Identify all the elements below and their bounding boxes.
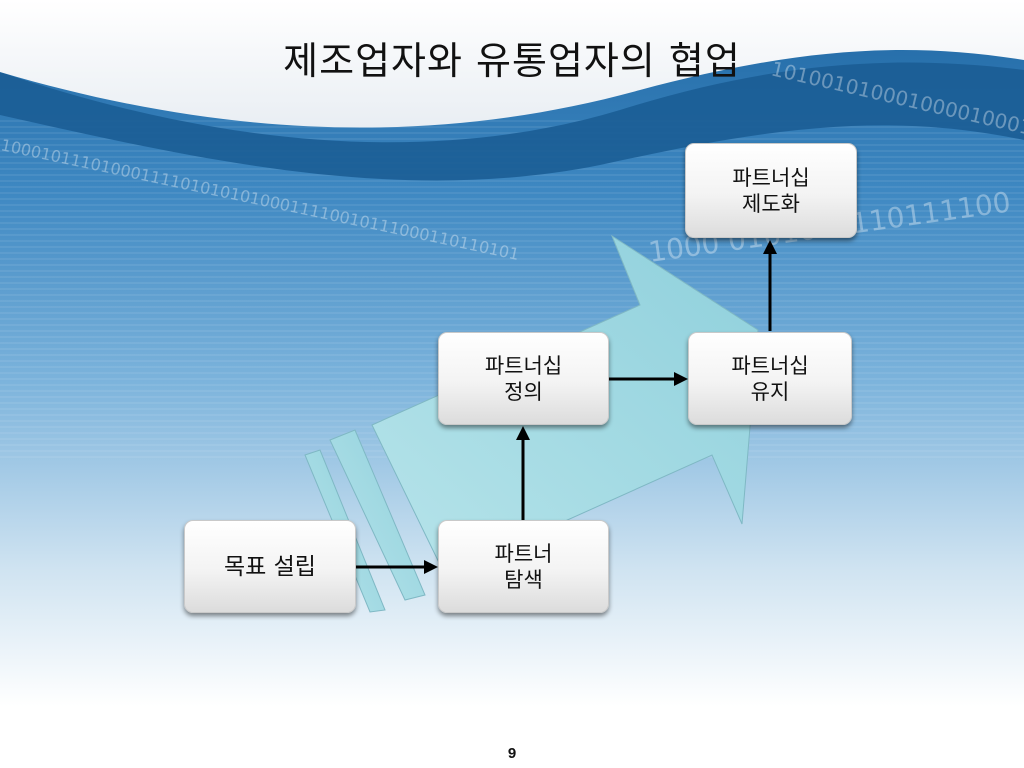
arrowhead-goal-to-search — [424, 560, 438, 574]
connectors — [356, 240, 777, 574]
header-wave — [0, 0, 1024, 128]
node-partnership-definition[interactable]: 파트너십 정의 — [438, 332, 609, 425]
node-goal-setting[interactable]: 목표 설립 — [184, 520, 356, 613]
arrowhead-definition-to-maintain — [674, 372, 688, 386]
slide-title: 제조업자와 유통업자의 협업 — [283, 39, 741, 83]
node-partnership-institutionalization[interactable]: 파트너십 제도화 — [685, 143, 857, 238]
arrow-stripe-2 — [329, 429, 426, 601]
header-wave-band — [0, 62, 1024, 181]
node-partner-search[interactable]: 파트너 탐색 — [438, 520, 609, 613]
node-partnership-maintenance[interactable]: 파트너십 유지 — [688, 332, 852, 425]
arrowhead-search-to-definition — [516, 426, 530, 440]
page-number: 9 — [507, 745, 517, 762]
arrowhead-maintain-to-institutionalize — [763, 240, 777, 254]
